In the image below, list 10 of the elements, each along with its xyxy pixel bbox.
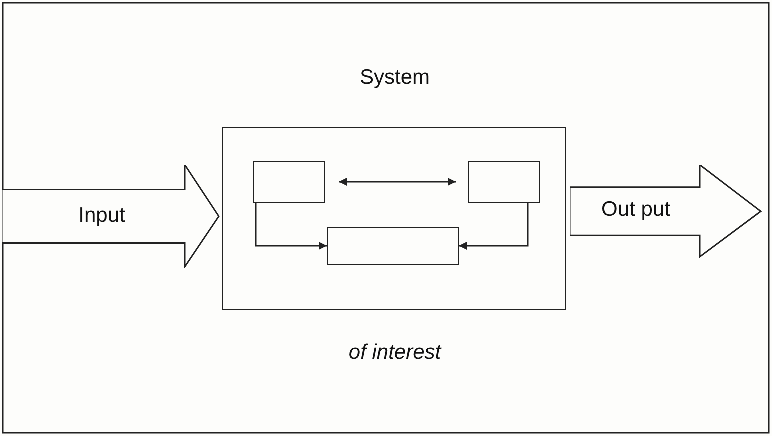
arrow: [255, 203, 327, 250]
arrow: [459, 203, 529, 250]
empty-box: [468, 161, 540, 203]
caption-text: of interest: [348, 341, 442, 365]
arrow: [339, 178, 456, 186]
node-label: Input: [78, 204, 126, 228]
empty-box: [327, 227, 459, 265]
node-label: Out put: [602, 198, 670, 222]
empty-box: [253, 161, 325, 203]
node-label: System: [360, 66, 430, 90]
